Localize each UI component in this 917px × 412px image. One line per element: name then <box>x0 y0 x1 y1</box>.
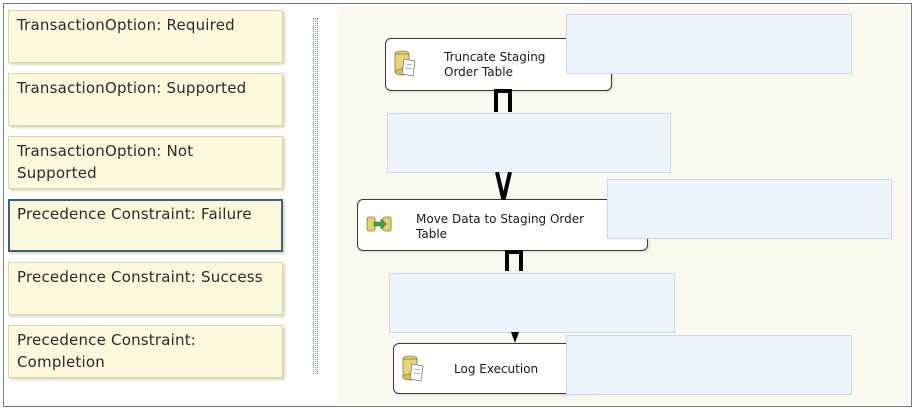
data-flow-task-icon <box>366 216 392 232</box>
option-label: Precedence Constraint: Failure <box>17 205 252 223</box>
drop-zone-move-property[interactable] <box>607 179 892 239</box>
connector-2 <box>505 250 523 271</box>
option-label: Precedence Constraint: Success <box>17 268 263 286</box>
option-precedence-failure[interactable]: Precedence Constraint: Failure <box>8 199 283 252</box>
connector-1 <box>494 89 512 112</box>
drop-zone-constraint-1[interactable] <box>387 113 671 173</box>
connector-arrow-2 <box>511 332 519 343</box>
option-precedence-completion[interactable]: Precedence Constraint: Completion <box>8 325 283 378</box>
option-label: TransactionOption: Supported <box>17 79 247 97</box>
drop-zone-log-property[interactable] <box>566 335 852 395</box>
task-move-data[interactable]: Move Data to Staging Order Table <box>357 199 648 251</box>
task-log-execution[interactable]: Log Execution <box>393 343 598 394</box>
drop-zone-truncate-property[interactable] <box>566 14 852 74</box>
task-label: Log Execution <box>454 362 539 376</box>
option-transaction-required[interactable]: TransactionOption: Required <box>8 10 283 63</box>
option-label: Precedence Constraint: Completion <box>17 331 197 371</box>
drop-zone-constraint-2[interactable] <box>389 273 675 333</box>
execute-sql-task-icon <box>394 50 416 77</box>
task-label: Move Data to Staging Order Table <box>416 212 585 241</box>
option-transaction-not-supported[interactable]: TransactionOption: Not Supported <box>8 136 283 189</box>
connector-arrow-1 <box>495 172 512 200</box>
option-transaction-supported[interactable]: TransactionOption: Supported <box>8 73 283 126</box>
task-label: Truncate Staging Order Table <box>444 50 546 79</box>
option-precedence-success[interactable]: Precedence Constraint: Success <box>8 262 283 315</box>
option-label: TransactionOption: Not Supported <box>17 142 194 182</box>
execute-sql-task-icon <box>402 355 424 382</box>
option-label: TransactionOption: Required <box>17 16 235 34</box>
panel-divider <box>313 18 318 374</box>
